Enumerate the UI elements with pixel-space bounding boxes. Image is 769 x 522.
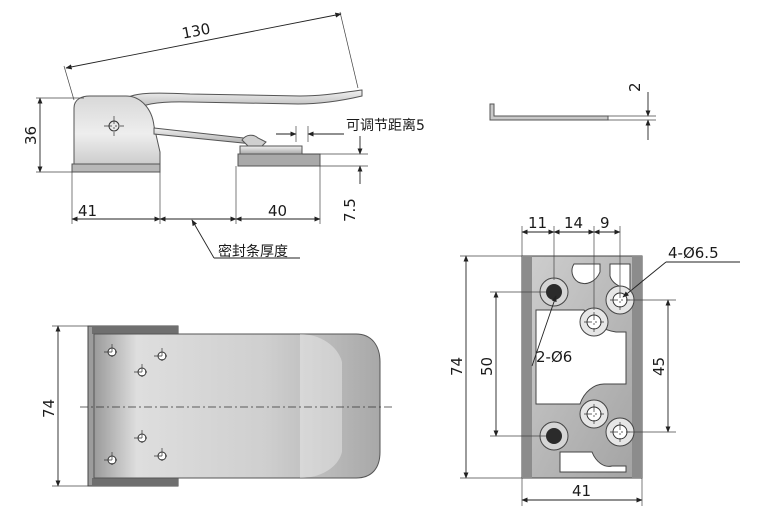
keeper-base	[237, 153, 321, 167]
adjust-note: 可调节距离5	[346, 117, 425, 134]
keeper-height-label: 7.5	[341, 198, 359, 222]
plate-top-dim-right: 9	[600, 214, 610, 232]
seal-note: 密封条厚度	[218, 243, 288, 260]
small-hole-icon	[546, 428, 562, 444]
mount-hole-icon	[134, 430, 150, 446]
plate-height-label: 74	[448, 357, 466, 376]
base-right-label: 40	[268, 202, 287, 220]
mount-hole-icon	[154, 448, 170, 464]
height-label: 36	[22, 126, 40, 145]
mount-hole-icon	[104, 344, 120, 360]
keeper-top	[239, 145, 303, 155]
small-holes-note: 2-Ø6	[536, 348, 572, 366]
plate-view: 11 14 9 74 50 45 41 2-Ø6 4-Ø6.5	[448, 214, 740, 506]
large-hole-icon	[610, 422, 630, 442]
lever-arm	[117, 89, 363, 115]
small-hole-icon	[546, 284, 562, 300]
mount-hole-icon	[154, 348, 170, 364]
plate-top-dim-left: 11	[528, 214, 547, 232]
top-width-label: 74	[40, 399, 58, 418]
right-span-label: 45	[650, 357, 668, 376]
mount-hole-icon	[134, 364, 150, 380]
latch-plate	[93, 333, 381, 479]
top-view: 74	[40, 325, 392, 487]
hook-tip	[241, 134, 267, 147]
lower-slot	[559, 451, 627, 473]
hole-span-label: 50	[478, 357, 496, 376]
plate-width-label: 41	[572, 482, 591, 500]
large-hole-icon	[584, 312, 604, 332]
plate-top-dim-mid: 14	[564, 214, 583, 232]
upper-slot	[571, 263, 601, 285]
profile-view: 2	[489, 82, 656, 140]
large-holes-note: 4-Ø6.5	[668, 244, 719, 262]
base-left-label: 41	[78, 202, 97, 220]
hinge-base	[71, 163, 161, 173]
overall-length-label: 130	[180, 20, 212, 43]
large-hole-icon	[584, 404, 604, 424]
mount-hole-icon	[104, 452, 120, 468]
hinge-body	[73, 95, 161, 173]
profile-strip	[489, 103, 609, 121]
thickness-label: 2	[626, 82, 644, 92]
side-view: 130 36 41 40 可调节距离5 7.5 密封条厚度	[22, 11, 425, 260]
